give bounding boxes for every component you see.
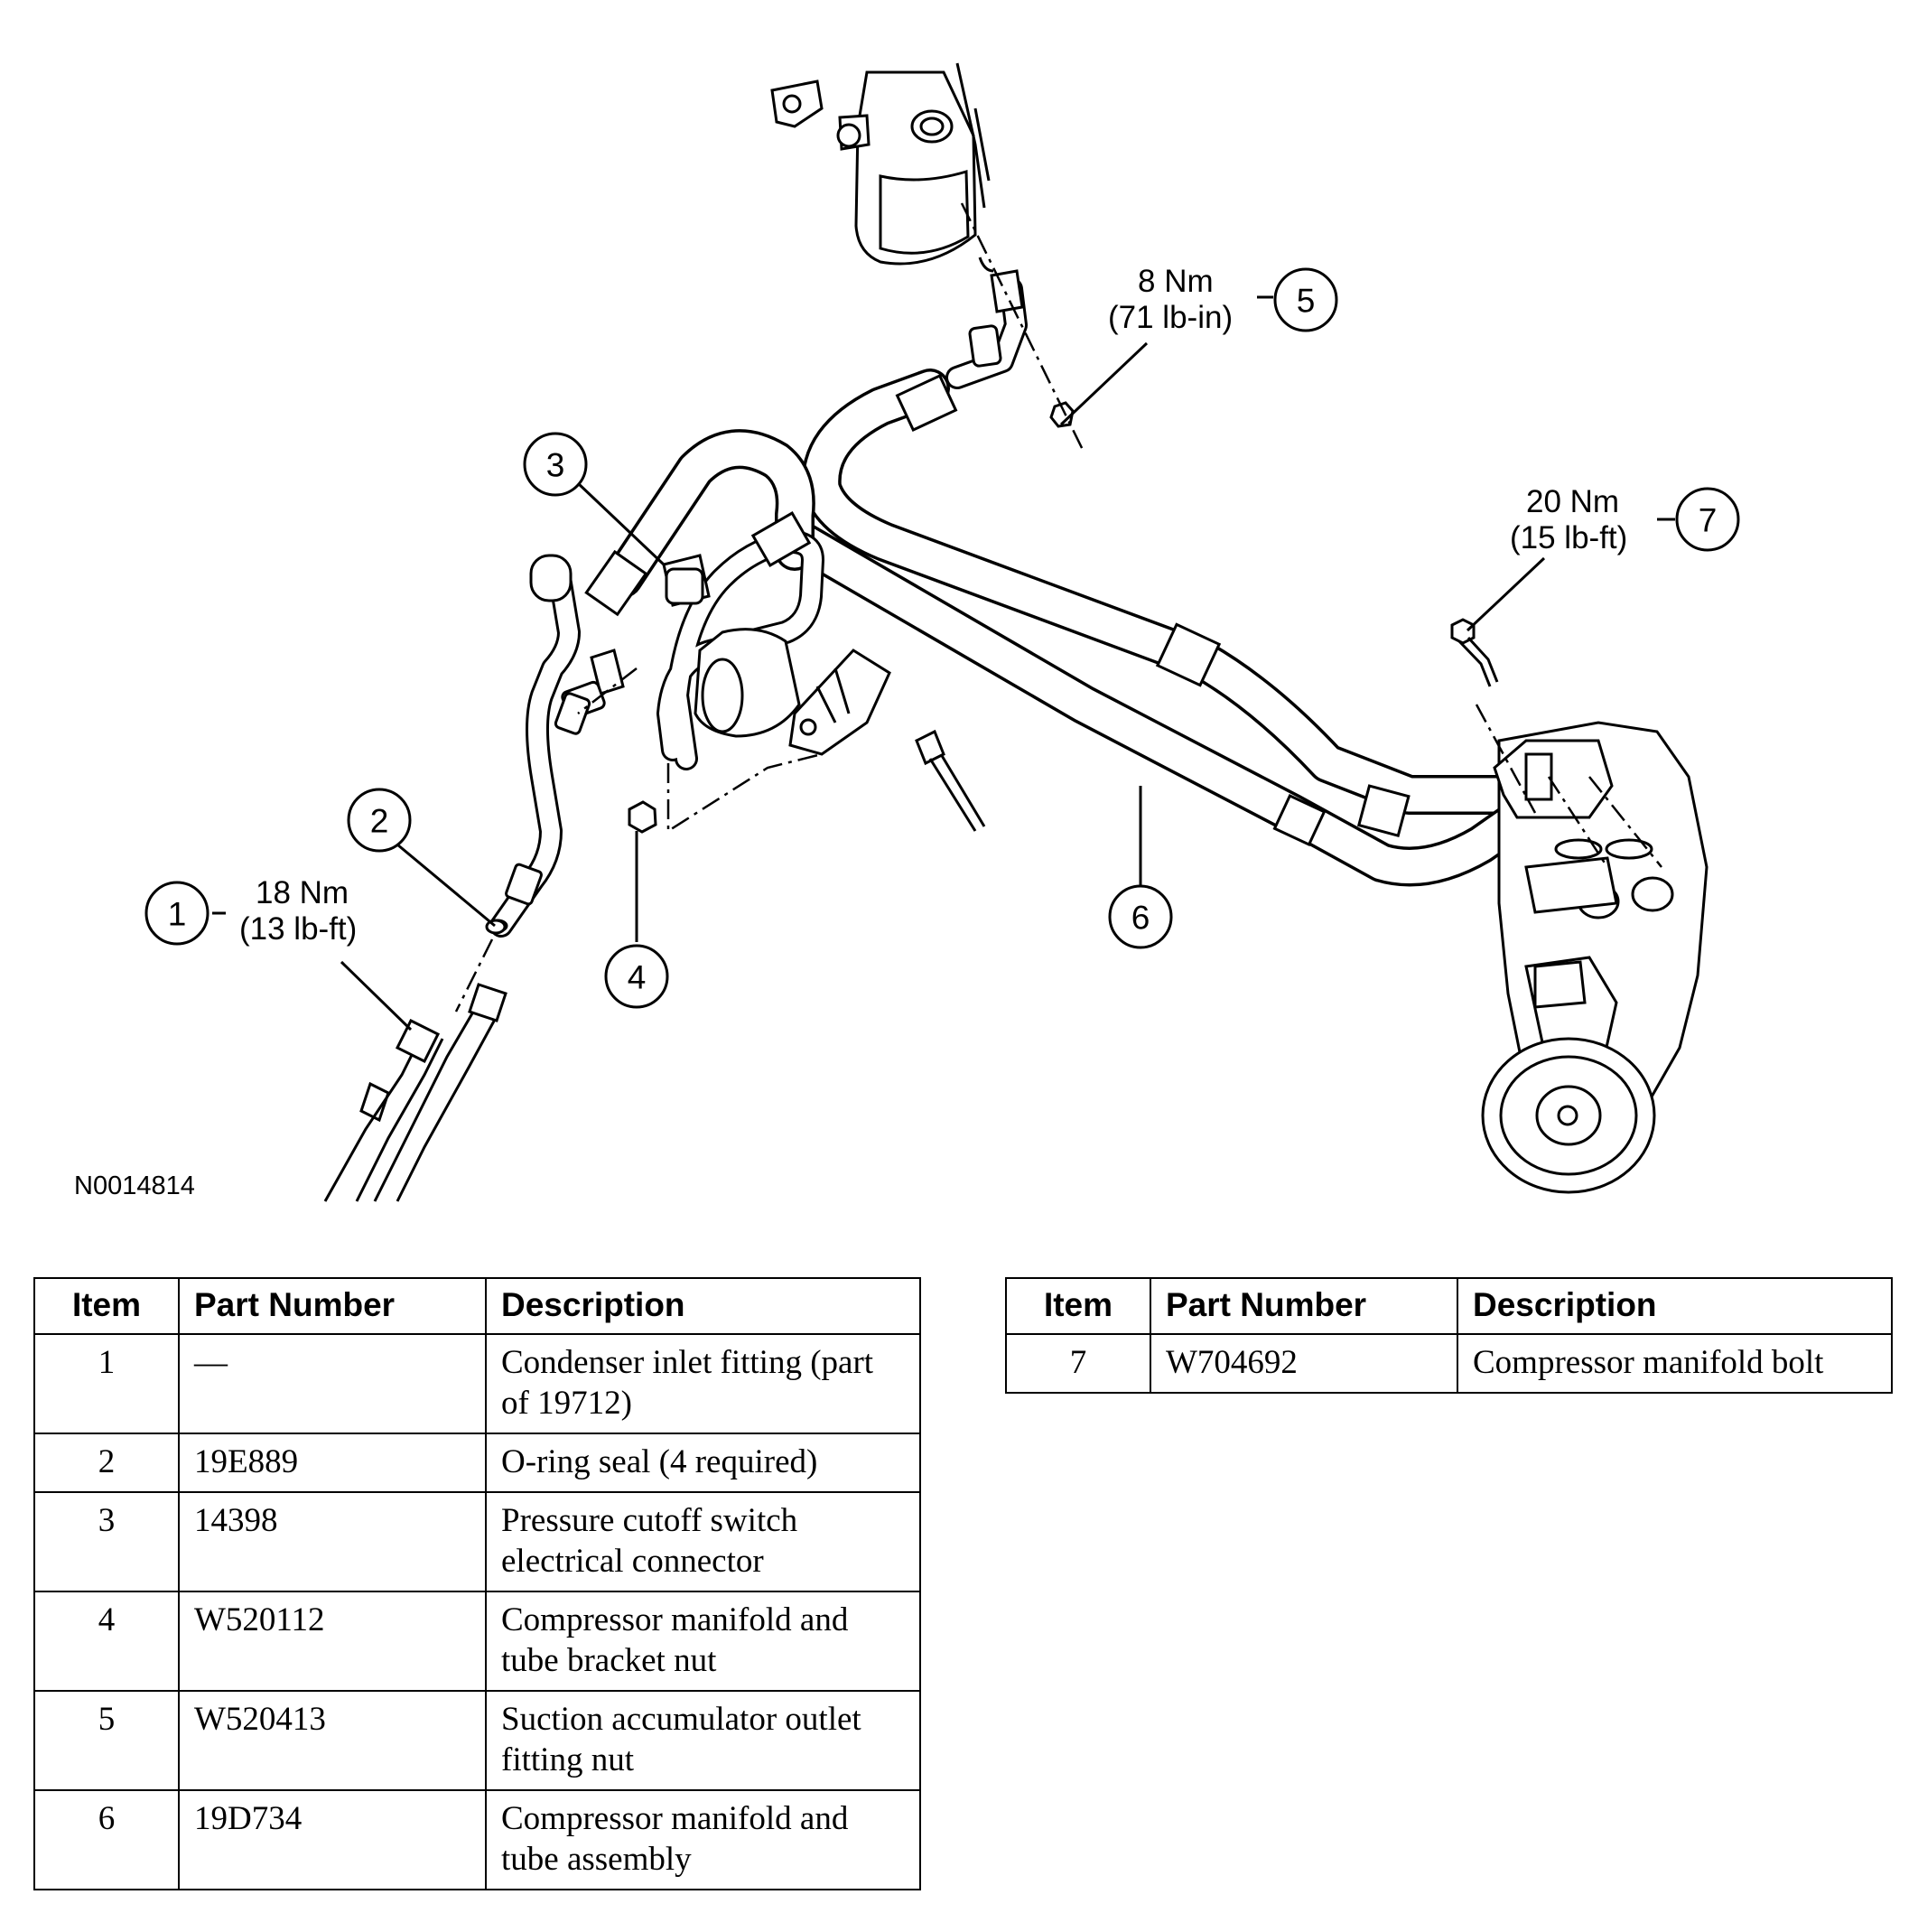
svg-text:7: 7 xyxy=(1699,502,1718,539)
svg-text:1: 1 xyxy=(168,896,187,933)
torque-7-lbft: (15 lb-ft) xyxy=(1510,520,1627,555)
svg-text:4: 4 xyxy=(628,959,647,996)
cell-item: 2 xyxy=(33,1433,180,1493)
callout-3: 3 xyxy=(523,432,588,497)
cell-part-number: 19D734 xyxy=(178,1789,487,1890)
condenser-tube xyxy=(487,554,591,938)
torque-7-nm: 20 Nm xyxy=(1526,484,1619,519)
callout-4: 4 xyxy=(604,944,669,1009)
col-header-item: Item xyxy=(33,1277,180,1335)
table-header-row: Item Part Number Description xyxy=(1005,1277,1893,1335)
torque-5-lbin: (71 lb-in) xyxy=(1108,300,1233,335)
condenser-inlet-fitting xyxy=(323,983,507,1202)
table-row: 6 19D734 Compressor manifold and tube as… xyxy=(33,1789,921,1890)
table-row: 1 — Condenser inlet fitting (part of 197… xyxy=(33,1333,921,1434)
table-row: 4 W520112 Compressor manifold and tube b… xyxy=(33,1591,921,1692)
cell-item: 6 xyxy=(33,1789,180,1890)
col-header-part-number: Part Number xyxy=(1150,1277,1458,1335)
col-header-part-number: Part Number xyxy=(178,1277,487,1335)
cell-description: Compressor manifold and tube assembly xyxy=(485,1789,921,1890)
torque-1-lbft: (13 lb-ft) xyxy=(239,911,357,947)
col-header-description: Description xyxy=(1457,1277,1893,1335)
ac-compressor xyxy=(1481,721,1709,1194)
callout-1: 1 xyxy=(144,881,209,946)
col-header-description: Description xyxy=(485,1277,921,1335)
callout-6: 6 xyxy=(1108,884,1173,949)
cell-part-number: — xyxy=(178,1333,487,1434)
svg-text:6: 6 xyxy=(1131,900,1150,937)
parts-table-left: Item Part Number Description 1 — Condens… xyxy=(33,1277,921,1890)
callout-7: 7 xyxy=(1675,487,1740,552)
table-header-row: Item Part Number Description xyxy=(33,1277,921,1335)
table-row: 2 19E889 O-ring seal (4 required) xyxy=(33,1433,921,1493)
cell-description: O-ring seal (4 required) xyxy=(485,1433,921,1493)
torque-1-nm: 18 Nm xyxy=(256,875,349,910)
cell-description: Pressure cutoff switch electrical connec… xyxy=(485,1491,921,1592)
cell-part-number: 19E889 xyxy=(178,1433,487,1493)
torque-5-nm: 8 Nm xyxy=(1138,264,1214,299)
cell-part-number: W520413 xyxy=(178,1690,487,1791)
compressor-manifold xyxy=(1493,739,1653,860)
table-row: 7 W704692 Compressor manifold bolt xyxy=(1005,1333,1893,1394)
callout-2: 2 xyxy=(347,788,412,853)
svg-text:2: 2 xyxy=(370,803,389,840)
accumulator-outlet-fitting xyxy=(945,257,1028,389)
callout-5: 5 xyxy=(1273,267,1338,332)
cell-description: Compressor manifold and tube bracket nut xyxy=(485,1591,921,1692)
ac-tube-diagram: 1 2 3 4 5 6 7 18 Nm (13 lb-ft) 8 Nm (71 … xyxy=(74,62,1740,1202)
cell-description: Suction accumulator outlet fitting nut xyxy=(485,1690,921,1791)
bracket-nut xyxy=(628,800,657,834)
tube-bracket xyxy=(694,628,986,832)
parts-table-right: Item Part Number Description 7 W704692 C… xyxy=(1005,1277,1893,1394)
table-row: 5 W520413 Suction accumulator outlet fit… xyxy=(33,1690,921,1791)
figure-id: N0014814 xyxy=(74,1171,195,1200)
cell-item: 1 xyxy=(33,1333,180,1434)
svg-text:3: 3 xyxy=(546,447,565,484)
cell-item: 7 xyxy=(1005,1333,1151,1394)
manifold-bolt xyxy=(1450,618,1499,687)
cell-part-number: 14398 xyxy=(178,1491,487,1592)
cell-part-number: W704692 xyxy=(1150,1333,1458,1394)
table-row: 3 14398 Pressure cutoff switch electrica… xyxy=(33,1491,921,1592)
cell-item: 3 xyxy=(33,1491,180,1592)
cell-description: Condenser inlet fitting (part of 19712) xyxy=(485,1333,921,1434)
svg-text:5: 5 xyxy=(1297,283,1316,320)
suction-accumulator xyxy=(770,62,991,266)
cell-description: Compressor manifold bolt xyxy=(1457,1333,1893,1394)
manifold-and-tube-assembly xyxy=(584,369,1587,887)
cell-item: 4 xyxy=(33,1591,180,1692)
cell-item: 5 xyxy=(33,1690,180,1791)
cell-part-number: W520112 xyxy=(178,1591,487,1692)
col-header-item: Item xyxy=(1005,1277,1151,1335)
